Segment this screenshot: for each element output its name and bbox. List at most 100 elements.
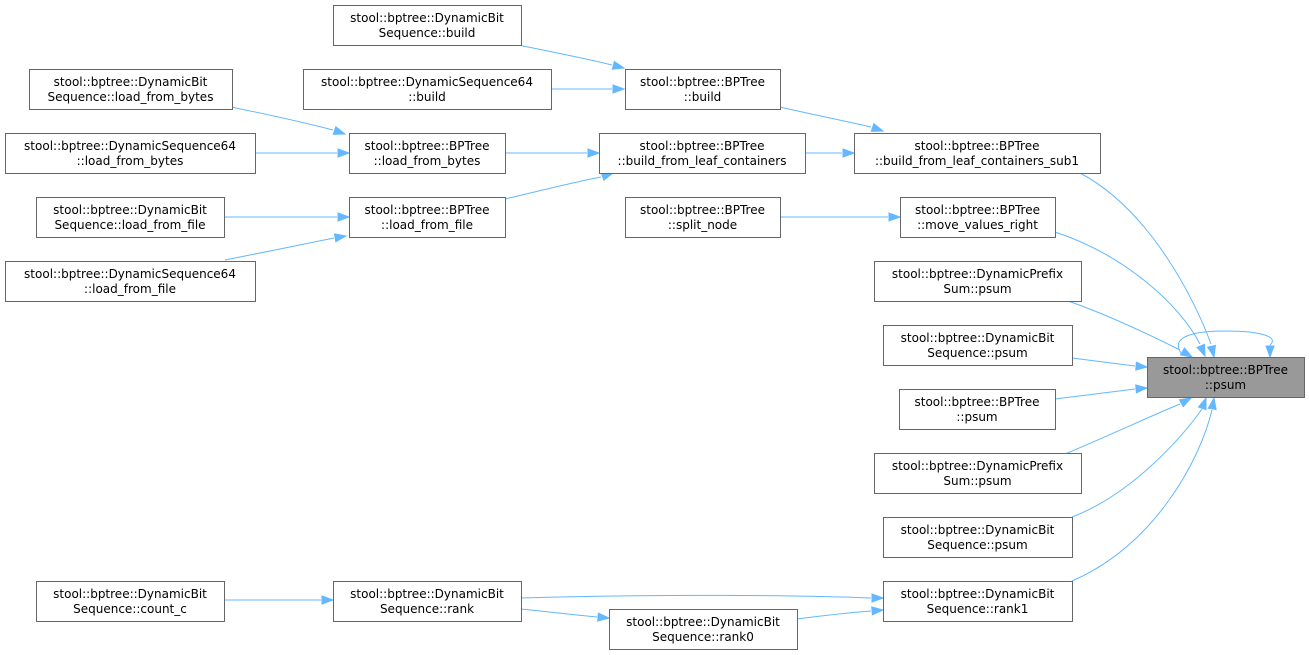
edge-dps_psum_a-to-root	[1064, 299, 1194, 358]
node-label-line1: stool::bptree::BPTree	[1163, 363, 1288, 377]
node-box	[5, 133, 256, 174]
node-root[interactable]: stool::bptree::BPTree::psum	[1147, 357, 1305, 398]
node-label-line2: ::split_node	[668, 218, 737, 232]
edge-line	[1054, 388, 1136, 400]
arrowhead-icon	[597, 612, 611, 622]
node-label-line1: stool::bptree::DynamicPrefix	[892, 459, 1063, 473]
arrowhead-icon	[337, 148, 351, 158]
arrowhead-icon	[321, 595, 335, 605]
edge-line	[1071, 408, 1203, 518]
node-box	[854, 133, 1101, 174]
edge-line	[224, 237, 335, 261]
node-bpt_build[interactable]: stool::bptree::BPTree::build	[625, 69, 781, 110]
arrowhead-icon	[587, 148, 601, 158]
node-bfl[interactable]: stool::bptree::BPTree::build_from_leaf_c…	[599, 133, 806, 174]
edge-dbs_lfb-to-bpt_lfb	[230, 106, 347, 135]
edge-rank-to-rank1	[520, 593, 885, 603]
node-label-line1: stool::bptree::DynamicBit	[626, 615, 780, 629]
node-bpt_lfb[interactable]: stool::bptree::BPTree::load_from_bytes	[349, 133, 506, 174]
node-box	[303, 69, 552, 110]
node-label-line2: Sequence::load_from_file	[54, 218, 205, 232]
node-label-line1: stool::bptree::DynamicSequence64	[24, 139, 236, 153]
edge-bpt_lff-to-bfl	[504, 172, 615, 200]
node-box	[899, 389, 1056, 430]
node-bfl_sub1[interactable]: stool::bptree::BPTree::build_from_leaf_c…	[854, 133, 1101, 174]
arrowhead-icon	[337, 212, 351, 222]
node-label-line2: Sum::psum	[943, 282, 1011, 296]
node-box	[883, 325, 1073, 366]
node-label-line2: ::load_from_file	[84, 282, 176, 296]
edge-rank-to-rank0	[520, 608, 611, 622]
node-label-line1: stool::bptree::BPTree	[915, 395, 1040, 409]
node-label-line2: Sequence::build	[379, 26, 476, 40]
arrowhead-icon	[1135, 384, 1149, 394]
node-box	[36, 197, 225, 238]
node-ds64_lff[interactable]: stool::bptree::DynamicSequence64::load_f…	[5, 261, 256, 302]
node-bpt_psum[interactable]: stool::bptree::BPTree::psum	[899, 389, 1056, 430]
arrowhead-icon	[871, 593, 885, 603]
node-label-line1: stool::bptree::BPTree	[640, 203, 765, 217]
edge-rank0-to-rank1	[796, 606, 885, 620]
node-label-line1: stool::bptree::BPTree	[915, 203, 1040, 217]
node-label-line2: ::load_from_file	[381, 218, 473, 232]
node-box	[874, 453, 1082, 494]
edge-line	[796, 610, 872, 620]
node-label-line2: Sequence::psum	[927, 346, 1027, 360]
edge-dbs_psum_a-to-root	[1071, 357, 1149, 371]
node-box	[36, 581, 225, 622]
node-ds64_lfb[interactable]: stool::bptree::DynamicSequence64::load_f…	[5, 133, 256, 174]
node-label-line2: ::build	[684, 90, 722, 104]
node-box	[609, 609, 798, 650]
edge-line	[1071, 409, 1213, 582]
edge-line	[1178, 330, 1273, 354]
edge-bfl_sub1-to-root	[1079, 172, 1217, 359]
edge-dbs_psum_b-to-root	[1071, 396, 1207, 518]
arrowhead-icon	[1135, 361, 1149, 371]
edge-move_right-to-root	[1054, 231, 1206, 358]
node-label-line2: ::load_from_bytes	[374, 154, 481, 168]
node-dbs_lfb[interactable]: stool::bptree::DynamicBitSequence::load_…	[29, 69, 233, 110]
edge-rank1-to-root	[1071, 396, 1217, 582]
arrowhead-icon	[612, 84, 626, 94]
edge-dbs_build-to-bpt_build	[512, 43, 626, 70]
edge-root-to-root	[1178, 330, 1275, 359]
arrowhead-icon	[1197, 396, 1207, 411]
node-dbs_lff[interactable]: stool::bptree::DynamicBitSequence::load_…	[36, 197, 225, 238]
node-label-line2: Sequence::load_from_bytes	[48, 90, 214, 104]
node-box	[29, 69, 233, 110]
node-count_c[interactable]: stool::bptree::DynamicBitSequence::count…	[36, 581, 225, 622]
edge-dps_psum_b-to-root	[1064, 397, 1193, 455]
edge-line	[512, 43, 613, 66]
edge-ds64_lff-to-bpt_lff	[224, 233, 348, 261]
node-box	[874, 261, 1082, 302]
node-ds64_build[interactable]: stool::bptree::DynamicSequence64::build	[303, 69, 552, 110]
node-label-line2: Sequence::psum	[927, 538, 1027, 552]
node-label-line2: ::psum	[1205, 378, 1246, 392]
node-split_node[interactable]: stool::bptree::BPTree::split_node	[625, 197, 781, 238]
node-bpt_lff[interactable]: stool::bptree::BPTree::load_from_file	[349, 197, 506, 238]
arrowhead-icon	[871, 606, 885, 616]
node-box	[883, 517, 1073, 558]
node-box	[333, 581, 522, 622]
edges-layer	[224, 43, 1275, 622]
edge-line	[504, 176, 602, 200]
node-label-line1: stool::bptree::BPTree	[640, 75, 765, 89]
node-box	[333, 5, 522, 46]
node-label-line2: ::build	[408, 90, 446, 104]
node-label-line1: stool::bptree::DynamicSequence64	[24, 267, 236, 281]
edge-line	[1064, 299, 1181, 351]
arrowhead-icon	[333, 233, 348, 243]
arrowhead-icon	[332, 125, 347, 135]
edge-line	[520, 608, 598, 618]
node-label-line1: stool::bptree::DynamicBit	[350, 11, 504, 25]
node-move_right[interactable]: stool::bptree::BPTree::move_values_right	[900, 197, 1056, 238]
edge-ds64_lfb-to-bpt_lfb	[255, 148, 351, 158]
